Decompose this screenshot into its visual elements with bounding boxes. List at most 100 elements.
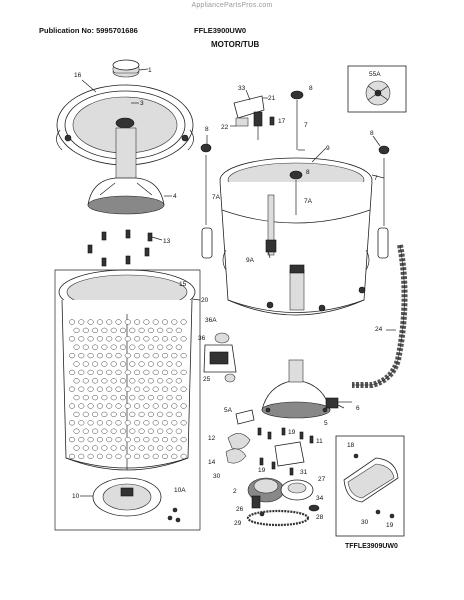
basket-hole xyxy=(96,336,103,342)
basket-hole xyxy=(166,428,173,434)
basket-hole xyxy=(78,403,85,409)
basket-hole xyxy=(119,394,127,401)
basket-hole xyxy=(96,386,103,392)
basket-hole xyxy=(180,369,187,376)
basket-hole xyxy=(175,445,182,451)
callout-28: 28 xyxy=(316,514,324,521)
basket-hole xyxy=(143,319,150,325)
basket-hole xyxy=(119,361,127,367)
basket-hole xyxy=(152,386,159,392)
callout-34: 34 xyxy=(316,495,324,502)
callout-4: 4 xyxy=(173,193,177,200)
callout-25: 25 xyxy=(203,376,211,383)
basket-hole xyxy=(106,453,113,460)
basket-hole xyxy=(138,394,145,401)
basket-hole xyxy=(96,403,103,409)
callout-19-a: 19 xyxy=(288,429,296,436)
drive-motor xyxy=(247,477,285,517)
suspension-rods xyxy=(200,90,390,259)
basket-hole xyxy=(78,453,85,460)
callout-55a: 55A xyxy=(369,71,381,78)
basket-hole xyxy=(129,327,136,334)
basket-hole xyxy=(82,327,89,334)
basket-hole xyxy=(152,369,159,376)
basket-hole xyxy=(87,453,94,460)
basket-hole xyxy=(152,420,159,426)
basket-hole xyxy=(115,453,122,460)
basket-hole xyxy=(157,378,164,384)
basket-hole xyxy=(180,336,187,342)
basket-hole xyxy=(96,352,103,359)
basket-hole xyxy=(180,436,187,443)
basket-hole xyxy=(157,327,164,334)
basket-hole xyxy=(92,428,99,434)
basket-perforation-pattern xyxy=(68,319,187,460)
inset-18 xyxy=(335,435,405,537)
basket-hole xyxy=(175,378,182,384)
callout-10: 10 xyxy=(72,493,80,500)
basket-hole xyxy=(129,361,136,367)
basket-hole xyxy=(92,361,99,367)
basket-hole xyxy=(68,386,76,392)
basket-hole xyxy=(106,336,113,342)
callout-30-b: 30 xyxy=(361,519,369,526)
callout-8-c: 8 xyxy=(306,169,310,176)
basket-hole xyxy=(119,445,127,451)
basket-hole xyxy=(143,386,150,392)
basket-hole xyxy=(101,428,108,434)
basket-hole xyxy=(78,336,85,342)
basket-hole xyxy=(106,386,113,392)
basket-hole xyxy=(101,394,108,401)
basket-hole xyxy=(106,403,113,409)
basket-hole xyxy=(138,327,145,334)
basket-hole xyxy=(180,352,187,359)
basket-hole xyxy=(82,394,89,401)
basket-hole xyxy=(115,436,122,443)
callout-5a: 5A xyxy=(224,407,233,414)
callout-7-a: 7 xyxy=(304,122,308,129)
basket-hole xyxy=(175,361,182,367)
basket-hole xyxy=(110,327,117,334)
basket-hole xyxy=(110,428,117,434)
basket-hole xyxy=(129,394,136,401)
basket-group-frame xyxy=(54,269,201,531)
basket-hole xyxy=(119,378,127,384)
basket-hole xyxy=(143,403,150,409)
basket-hole xyxy=(147,344,154,350)
callout-33: 33 xyxy=(238,85,246,92)
basket-hole xyxy=(68,352,76,359)
basket-hole xyxy=(73,394,80,401)
basket-hole xyxy=(78,319,85,325)
basket-hole xyxy=(134,336,141,342)
basket-hole xyxy=(87,420,94,426)
basket-hole xyxy=(138,344,145,350)
basket-hole xyxy=(152,453,159,460)
basket-hole xyxy=(101,445,108,451)
basket-hole xyxy=(134,386,141,392)
basket-hole xyxy=(110,394,117,401)
basket-hole xyxy=(124,386,131,392)
basket-hole xyxy=(73,361,80,367)
callout-8-a: 8 xyxy=(205,126,209,133)
basket-hole xyxy=(96,319,103,325)
mounting-screws xyxy=(87,229,153,267)
basket-hole xyxy=(143,453,150,460)
callout-19-b: 19 xyxy=(258,467,266,474)
basket-hole xyxy=(134,436,141,443)
callout-14: 14 xyxy=(208,459,216,466)
basket-hole xyxy=(157,344,164,350)
basket-hole xyxy=(161,403,169,409)
basket-hole xyxy=(143,369,150,376)
basket-hole xyxy=(134,453,141,460)
basket-hole xyxy=(124,436,131,443)
callout-18: 18 xyxy=(347,442,355,449)
basket-hole xyxy=(119,411,127,418)
basket-hole xyxy=(87,369,94,376)
basket-hole xyxy=(82,428,89,434)
callout-5: 5 xyxy=(324,420,328,427)
basket-hole xyxy=(166,327,173,334)
basket-hole xyxy=(78,352,85,359)
basket-hole xyxy=(171,319,178,325)
basket-hole xyxy=(157,428,164,434)
